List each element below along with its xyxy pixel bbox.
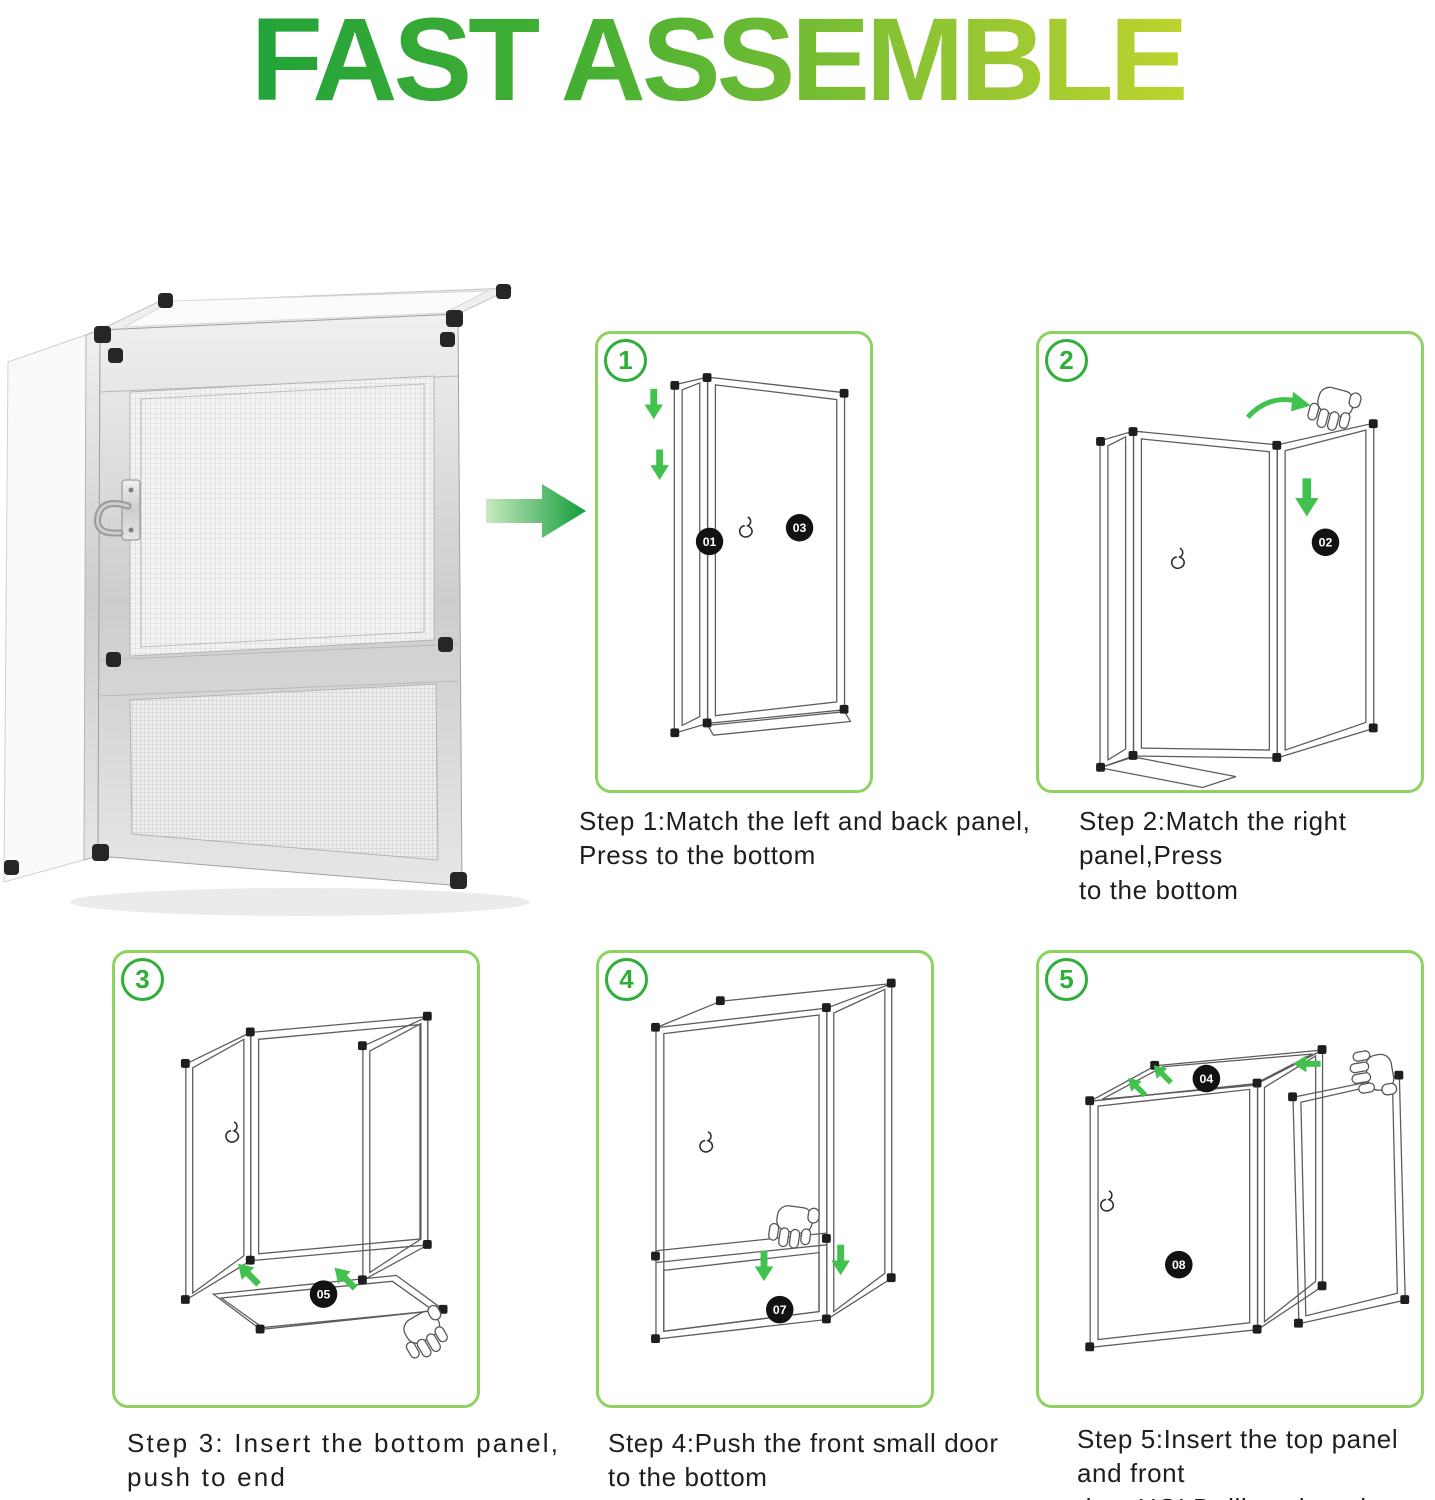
part-label-04: 04 bbox=[1192, 1064, 1221, 1093]
insert-arrow-icon bbox=[1128, 1078, 1148, 1098]
part-label-05: 05 bbox=[309, 1280, 338, 1308]
insert-arrow-icon bbox=[238, 1263, 261, 1287]
hand-icon bbox=[1307, 386, 1362, 431]
step-1-number-badge: 1 bbox=[604, 339, 647, 382]
svg-text:03: 03 bbox=[793, 521, 807, 535]
front-frame-wireframe bbox=[1089, 1082, 1259, 1349]
step-5-diagram: 04 08 bbox=[1085, 1045, 1410, 1352]
step-3-panel: 3 bbox=[112, 950, 480, 1408]
svg-text:08: 08 bbox=[1172, 1258, 1186, 1272]
step-1-diagram: 01 03 bbox=[644, 373, 852, 738]
step-3-diagram: 05 bbox=[180, 1011, 448, 1359]
step-4-panel: 4 bbox=[596, 950, 934, 1408]
hand-icon bbox=[1349, 1050, 1398, 1096]
corner-connectors bbox=[4, 284, 511, 889]
step-3-caption: Step 3: Insert the bottom panel,push to … bbox=[127, 1428, 561, 1493]
latch-hook-icon bbox=[225, 1121, 240, 1143]
corner-connectors bbox=[1085, 1045, 1410, 1352]
part-label-01: 01 bbox=[695, 527, 724, 556]
cage-mesh-door bbox=[129, 375, 435, 657]
insert-arrow-icon bbox=[1153, 1065, 1173, 1085]
left-panel-wireframe bbox=[1099, 430, 1135, 769]
cage-shadow bbox=[70, 888, 530, 916]
insert-arrow-icon bbox=[334, 1267, 358, 1291]
back-panel-wireframe bbox=[706, 376, 852, 736]
press-down-arrow-icon bbox=[1295, 478, 1319, 517]
right-wall-wireframe bbox=[1256, 1048, 1324, 1331]
reptile-cage-illustration bbox=[3, 284, 530, 916]
step-5-caption: Step 5:Insert the top panel and frontdoo… bbox=[1077, 1424, 1399, 1500]
rotate-arrow-icon bbox=[1245, 391, 1311, 419]
corner-connectors bbox=[1096, 419, 1378, 772]
corner-connectors bbox=[670, 373, 849, 738]
latch-hook-icon bbox=[738, 516, 753, 538]
left-panel-wireframe bbox=[673, 376, 709, 735]
cage-left-panel bbox=[3, 329, 101, 883]
hand-icon bbox=[403, 1304, 448, 1359]
step-1-caption: Step 1:Match the left and back panel,Pre… bbox=[579, 806, 1031, 871]
latch-hook-icon bbox=[1100, 1190, 1115, 1212]
flow-arrow-icon bbox=[486, 482, 586, 540]
step-1-panel: 1 01 bbox=[595, 331, 873, 793]
corner-connectors bbox=[651, 978, 896, 1344]
press-down-arrow-icon bbox=[644, 388, 664, 420]
left-wall-wireframe bbox=[185, 1031, 252, 1302]
press-down-arrow-icon bbox=[831, 1244, 850, 1276]
part-label-08: 08 bbox=[1165, 1250, 1193, 1279]
product-photo bbox=[0, 268, 530, 916]
step-5-number-badge: 5 bbox=[1045, 958, 1088, 1001]
step-5-panel: 5 bbox=[1036, 950, 1424, 1408]
cage-lower-mesh bbox=[129, 683, 439, 861]
step-4-number-badge: 4 bbox=[605, 958, 648, 1001]
back-wall-wireframe bbox=[250, 1015, 429, 1262]
press-down-arrow-icon bbox=[650, 449, 669, 480]
press-down-arrow-icon bbox=[754, 1250, 774, 1282]
right-wall-wireframe bbox=[826, 982, 893, 1321]
door-latch-icon bbox=[94, 479, 141, 541]
step-4-diagram: 07 bbox=[651, 978, 896, 1344]
step-2-diagram: 02 bbox=[1096, 386, 1378, 789]
svg-text:04: 04 bbox=[1200, 1072, 1214, 1086]
step-2-number-badge: 2 bbox=[1045, 339, 1088, 382]
front-frame-wireframe bbox=[655, 1007, 828, 1340]
page-title: FAST ASSEMBLE bbox=[0, 0, 1435, 120]
insert-arrow-icon bbox=[1293, 1055, 1321, 1073]
svg-text:02: 02 bbox=[1319, 536, 1333, 550]
top-opening-edges bbox=[655, 982, 892, 1029]
svg-text:01: 01 bbox=[703, 535, 717, 549]
svg-text:07: 07 bbox=[773, 1303, 787, 1317]
latch-hook-icon bbox=[699, 1131, 714, 1153]
part-label-02: 02 bbox=[1311, 528, 1340, 557]
back-panel-wireframe bbox=[1132, 430, 1278, 759]
latch-hook-icon bbox=[1170, 547, 1185, 570]
step-2-panel: 2 bbox=[1036, 331, 1424, 793]
part-label-03: 03 bbox=[785, 514, 814, 542]
hand-icon bbox=[768, 1205, 820, 1249]
part-label-07: 07 bbox=[765, 1295, 794, 1324]
middle-rail-wireframe bbox=[655, 1232, 827, 1332]
step-3-number-badge: 3 bbox=[121, 958, 164, 1001]
svg-text:05: 05 bbox=[317, 1288, 331, 1302]
corner-connectors bbox=[180, 1011, 448, 1334]
